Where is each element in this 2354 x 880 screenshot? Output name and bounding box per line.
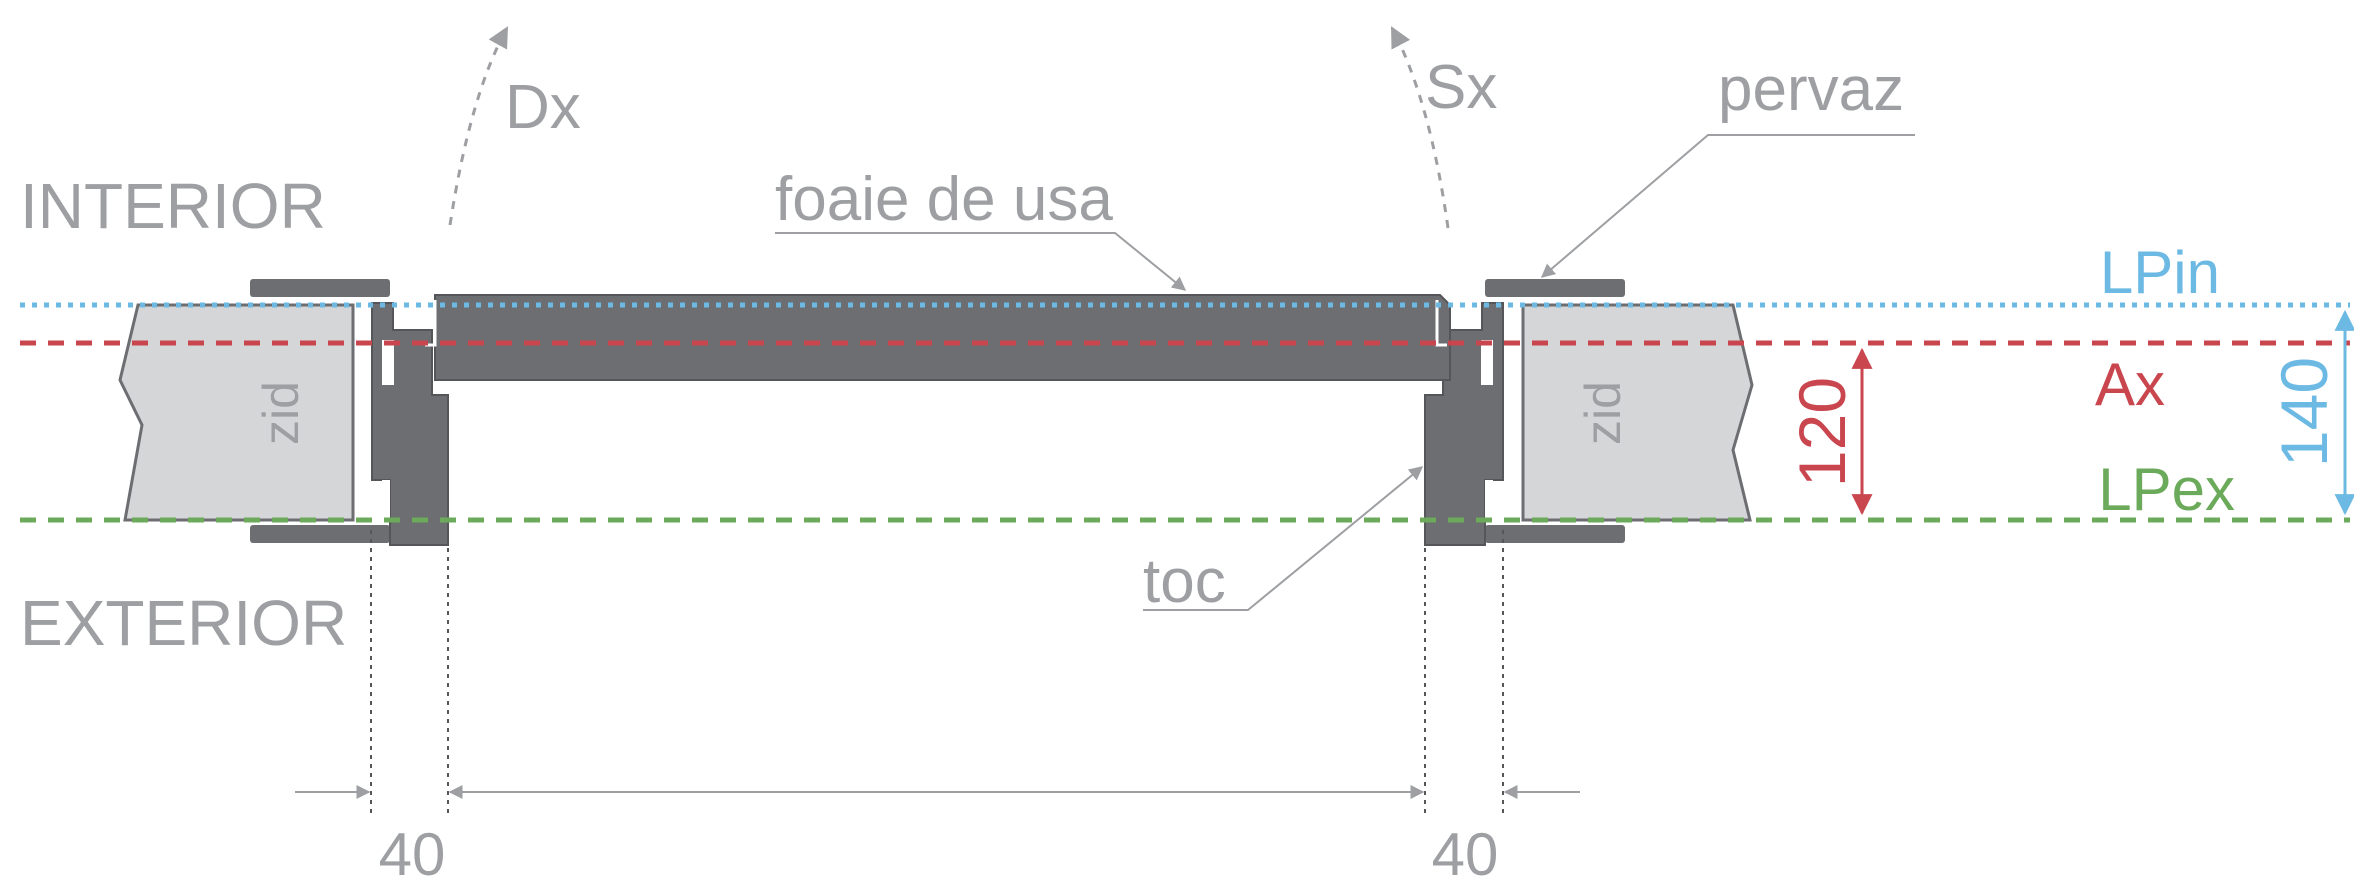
architrave-top-right [1485, 279, 1625, 297]
dimension-40-left-label: 40 [379, 821, 446, 880]
frame-dimensions: 40 40 [295, 530, 1580, 880]
interior-plane-label: LPin [2100, 239, 2220, 306]
architrave-label: pervaz [1718, 55, 1904, 124]
axis-label: Ax [2095, 351, 2165, 418]
door-leaf-label: foaie de usa [775, 165, 1113, 234]
door-leaf [425, 294, 1451, 381]
dimension-140: 140 [2267, 309, 2354, 516]
exterior-label: EXTERIOR [20, 587, 347, 659]
frame-callout: toc [1143, 466, 1424, 616]
opening-right-label: Dx [505, 73, 581, 142]
dimension-140-label: 140 [2267, 357, 2341, 467]
dimension-40-right-label: 40 [1432, 821, 1499, 880]
dimension-120-label: 120 [1785, 377, 1859, 487]
door-leaf-callout: foaie de usa [775, 165, 1187, 291]
interior-label: INTERIOR [20, 170, 326, 242]
frame-left [371, 302, 449, 546]
opening-left-label: Sx [1425, 53, 1497, 122]
architrave-bottom-right [1485, 525, 1625, 543]
architrave-bottom-left [250, 525, 390, 543]
opening-arrow-left: Sx [1390, 26, 1497, 229]
frame-label: toc [1143, 547, 1226, 616]
dimension-120: 120 [1785, 347, 1873, 516]
exterior-plane-label: LPex [2098, 456, 2235, 523]
wall-right: zid [1521, 303, 1754, 522]
architraves [250, 279, 1625, 543]
wall-left: zid [118, 303, 355, 522]
architrave-top-left [250, 279, 390, 297]
wall-left-label: zid [253, 381, 309, 445]
architrave-callout: pervaz [1540, 55, 1915, 278]
opening-arrow-right: Dx [448, 26, 581, 226]
wall-right-label: zid [1575, 381, 1631, 445]
